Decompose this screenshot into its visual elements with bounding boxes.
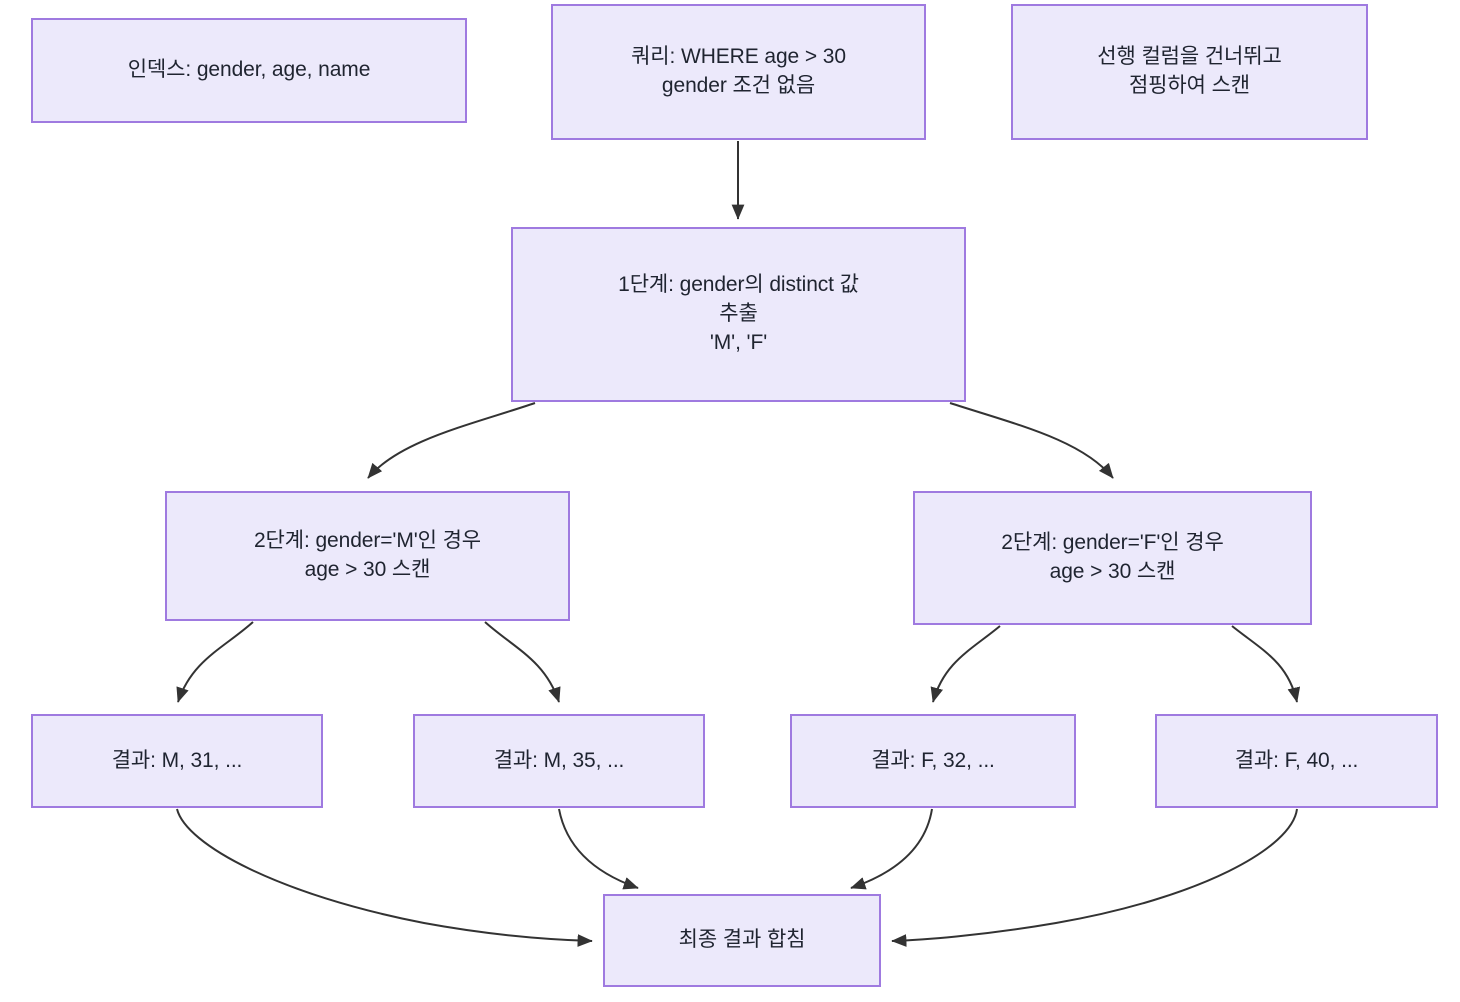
node-note-jumping-scan[interactable]: 선행 컬럼을 건너뛰고 점핑하여 스캔 [1011,4,1368,140]
node-note-label: 선행 컬럼을 건너뛰고 점핑하여 스캔 [1097,45,1282,97]
node-merge-label: 최종 결과 합침 [678,928,806,952]
node-stage2-gender-f[interactable]: 2단계: gender='F'인 경우 age > 30 스캔 [913,491,1312,625]
edge-stage2f-to-result-f40 [1231,625,1301,703]
node-result-f-32-label: 결과: F, 32, ... [871,748,995,772]
node-index[interactable]: 인덱스: gender, age, name [31,18,467,123]
node-query-label: 쿼리: WHERE age > 30 gender 조건 없음 [631,45,846,97]
edge-result-m35-to-merge [558,808,639,890]
node-index-label: 인덱스: gender, age, name [127,58,371,82]
node-result-m-31-label: 결과: M, 31, ... [111,748,243,772]
node-result-f-40-label: 결과: F, 40, ... [1234,748,1359,772]
node-stage2-f-label: 2단계: gender='F'인 경우 age > 30 스캔 [1001,531,1224,583]
node-result-f-40[interactable]: 결과: F, 40, ... [1155,714,1438,808]
node-result-f-32[interactable]: 결과: F, 32, ... [790,714,1076,808]
edge-result-f40-to-merge [891,808,1298,947]
node-stage1-distinct[interactable]: 1단계: gender의 distinct 값 추출 'M', 'F' [511,227,966,402]
node-stage1-label: 1단계: gender의 distinct 값 추출 'M', 'F' [618,273,859,354]
edge-stage2m-to-result-m35 [484,621,561,703]
edge-stage2m-to-result-m31 [176,621,254,703]
edge-stage1-to-stage2-f [949,402,1114,479]
node-stage2-gender-m[interactable]: 2단계: gender='M'인 경우 age > 30 스캔 [165,491,570,621]
edge-stage2f-to-result-f32 [930,625,1001,703]
edge-result-f32-to-merge [850,808,933,890]
edge-result-m31-to-merge [176,808,593,947]
edge-stage1-to-stage2-m [367,402,536,479]
node-query[interactable]: 쿼리: WHERE age > 30 gender 조건 없음 [551,4,926,140]
node-result-m-35[interactable]: 결과: M, 35, ... [413,714,705,808]
node-stage2-m-label: 2단계: gender='M'인 경우 age > 30 스캔 [253,529,482,581]
node-merge-final-result[interactable]: 최종 결과 합침 [603,894,881,987]
node-result-m-35-label: 결과: M, 35, ... [493,748,625,772]
node-result-m-31[interactable]: 결과: M, 31, ... [31,714,323,808]
